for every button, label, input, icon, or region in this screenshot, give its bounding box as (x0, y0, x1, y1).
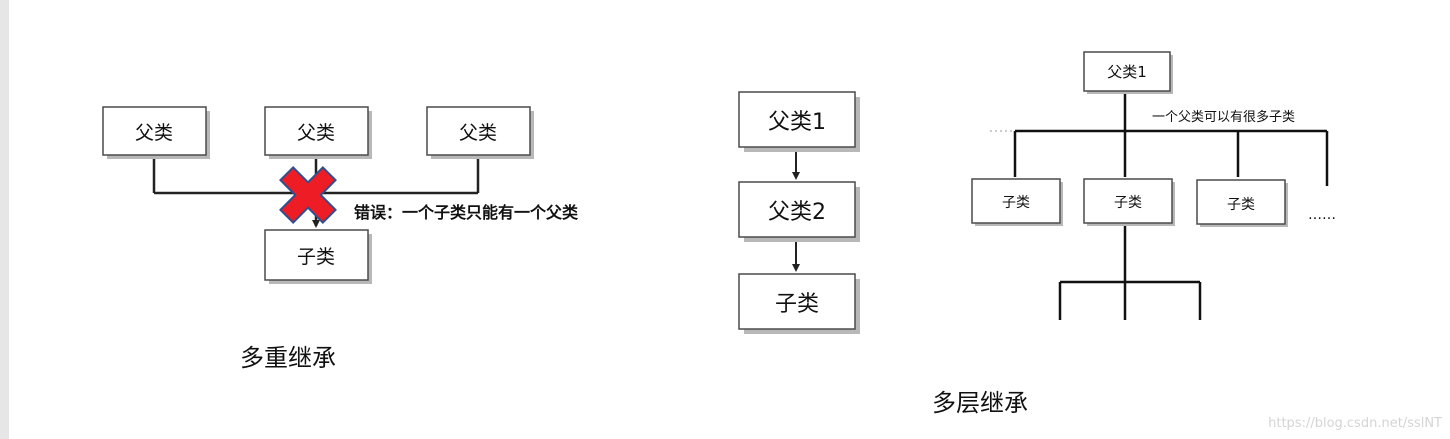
tree-note: 一个父类可以有很多子类 (1152, 109, 1295, 125)
tree-ellipsis: …… (1308, 207, 1336, 223)
child-box: 子类 (264, 229, 372, 284)
watermark: https://blog.csdn.net/sslNT (1268, 416, 1442, 431)
parent-box-3-label: 父类 (459, 122, 497, 144)
tree-root-box: 父类1 (1083, 51, 1173, 94)
tree-root-label: 父类1 (1107, 63, 1147, 81)
page-left-margin (0, 0, 9, 439)
parent-box-2-label: 父类 (297, 122, 335, 144)
tree-child-box-2: 子类 (1083, 178, 1175, 226)
chain-box-child-label: 子类 (775, 292, 819, 317)
parent-box-1-label: 父类 (135, 122, 173, 144)
tree-connectors (1013, 89, 1329, 320)
parent-box-1: 父类 (102, 106, 210, 159)
multilevel-inheritance-caption: 多层继承 (932, 389, 1028, 417)
error-cross-icon (279, 166, 337, 224)
tree-child-3-label: 子类 (1227, 197, 1255, 213)
multilevel-chain-diagram: 父类1 父类2 子类 (738, 91, 860, 334)
hierarchy-tree-diagram: 父类1 一个父类可以有很多子类 子类 子类 子类 …… (971, 51, 1336, 320)
chain-box-parent2: 父类2 (738, 181, 860, 242)
tree-child-1-label: 子类 (1002, 195, 1030, 211)
tree-child-2-label: 子类 (1114, 195, 1142, 211)
tree-child-box-3: 子类 (1196, 179, 1288, 227)
multiple-inheritance-diagram: 父类 父类 父类 子类 错误：一个子类只能有一个父类 (102, 106, 579, 284)
error-note: 错误：一个子类只能有一个父类 (354, 203, 579, 222)
chain-box-child: 子类 (738, 273, 860, 334)
child-box-label: 子类 (297, 246, 335, 268)
multiple-inheritance-caption: 多重继承 (240, 344, 336, 372)
parent-box-3: 父类 (426, 106, 534, 159)
chain-box-parent2-label: 父类2 (768, 200, 826, 225)
tree-child-box-1: 子类 (971, 178, 1063, 226)
parent-box-2: 父类 (264, 106, 372, 159)
chain-box-parent1: 父类1 (738, 91, 860, 152)
chain-box-parent1-label: 父类1 (768, 110, 826, 135)
